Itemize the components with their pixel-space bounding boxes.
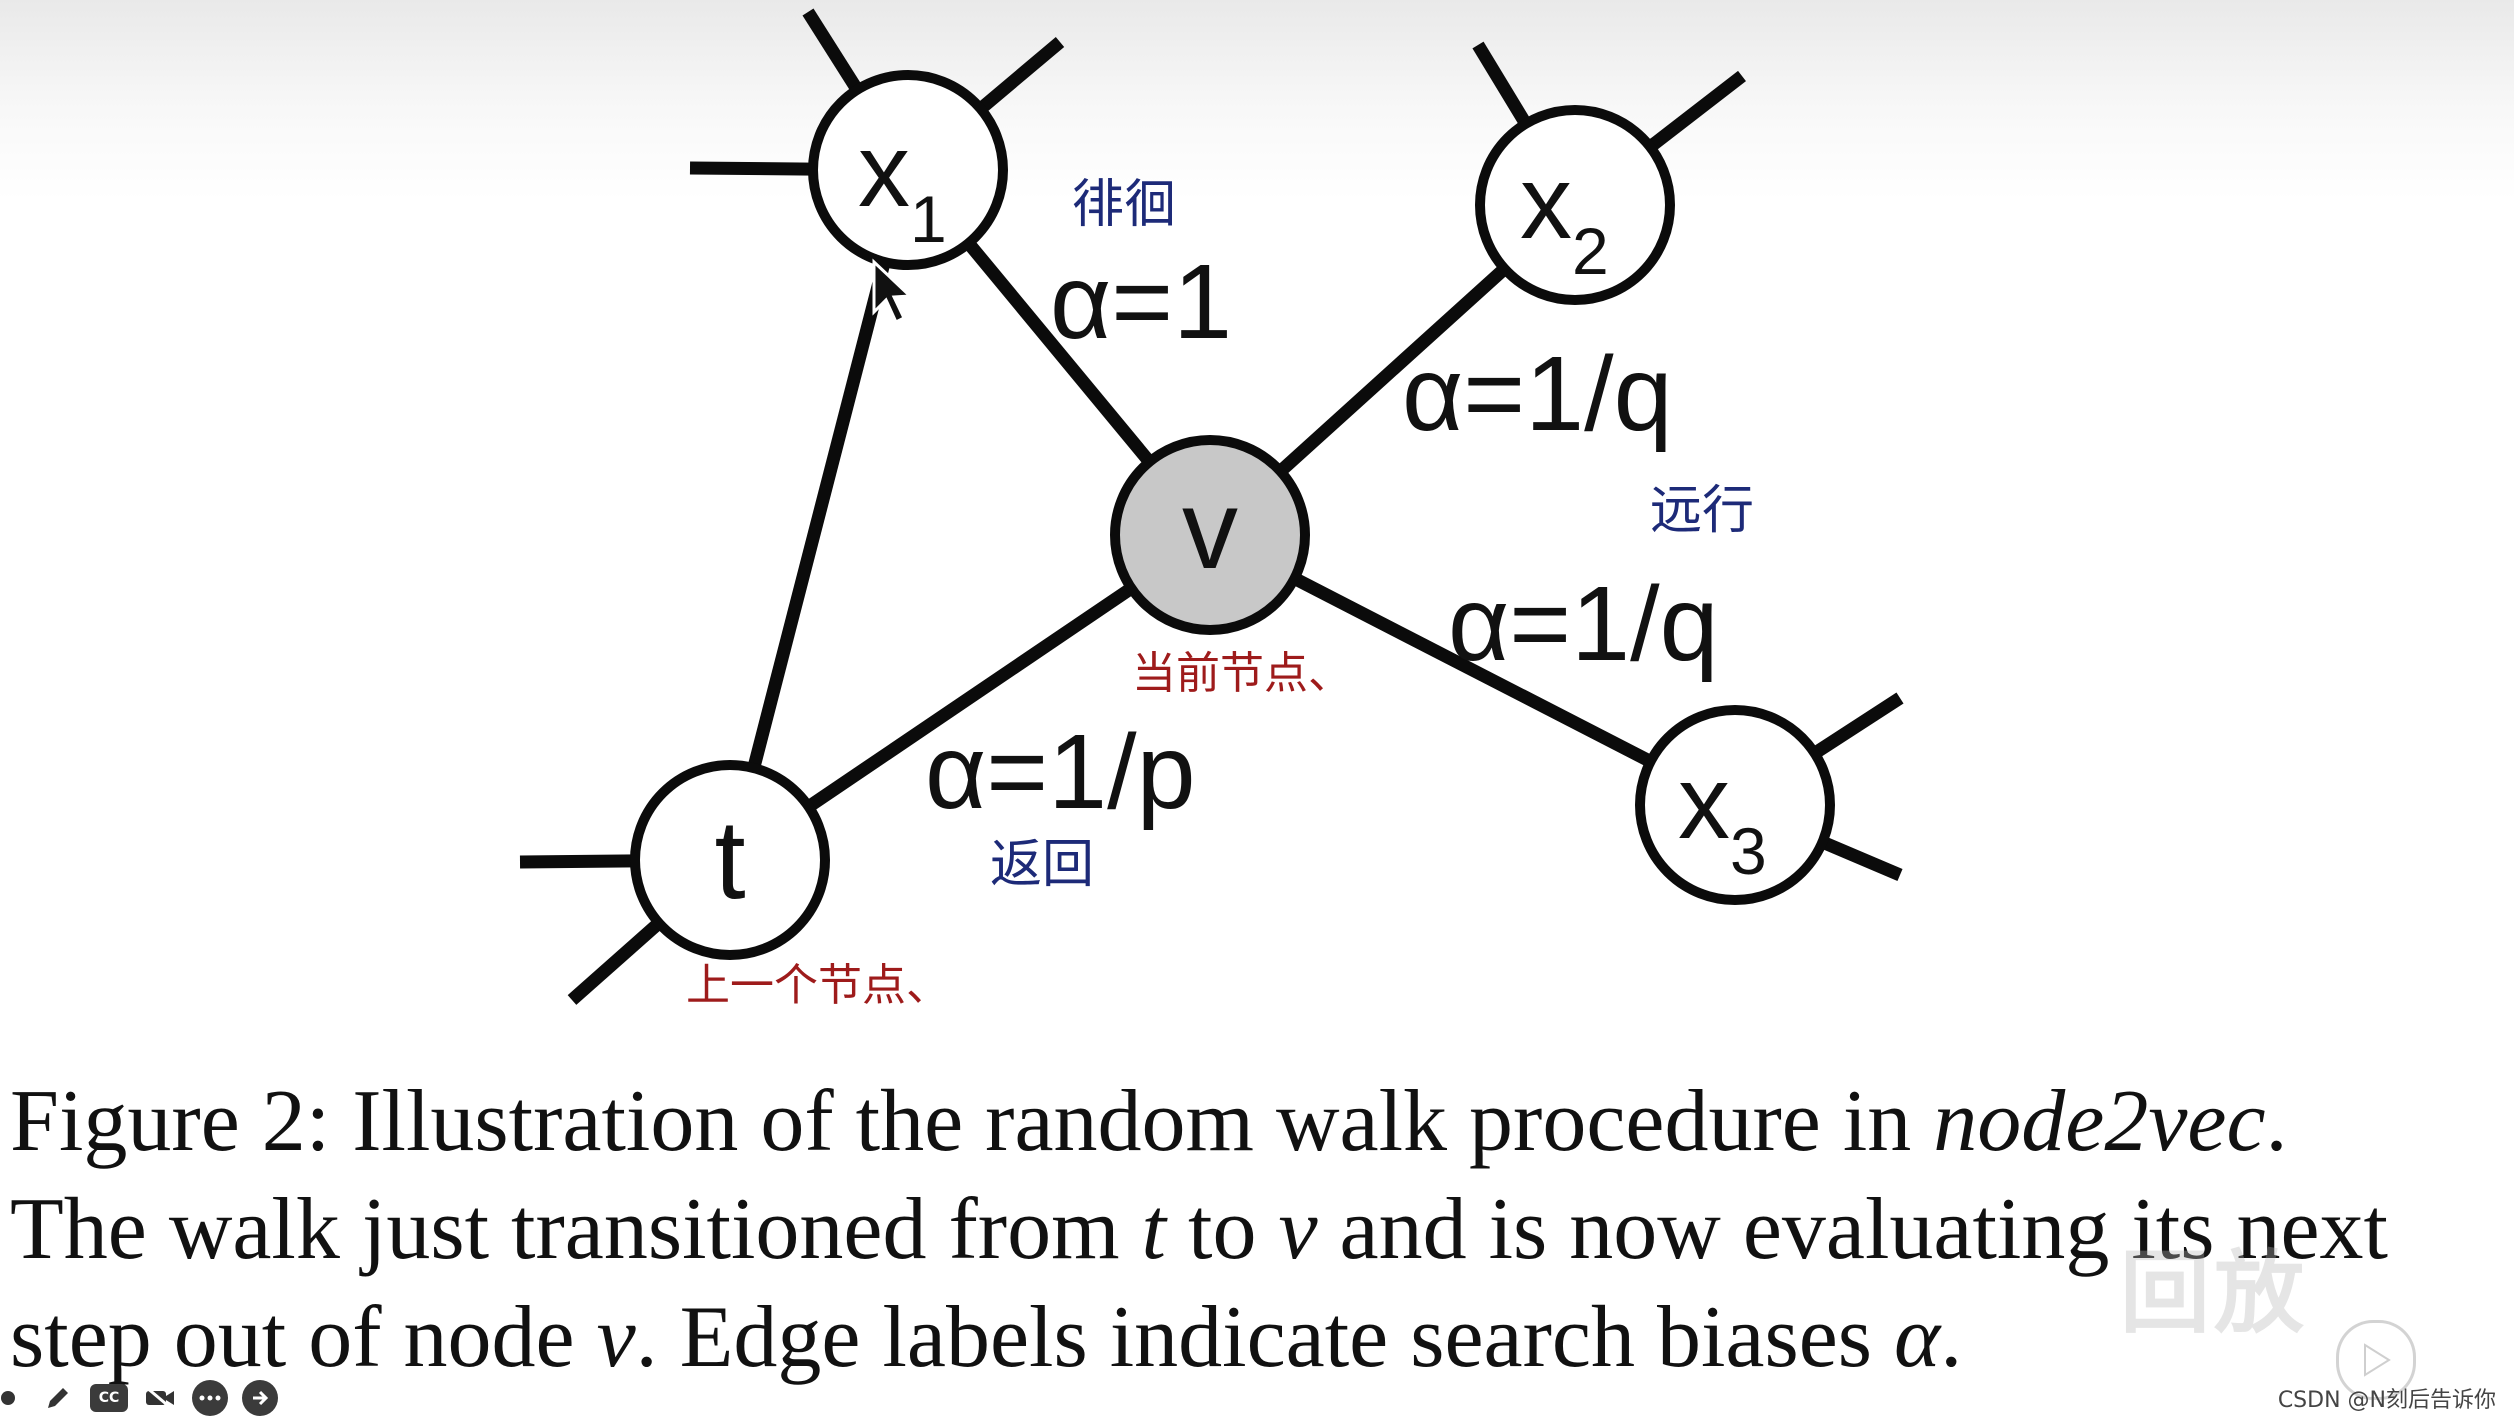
edge-label-v-x3: α=1/q — [1448, 565, 1719, 683]
node-x2-subscript: 2 — [1572, 214, 1609, 288]
edge-label-v-t: α=1/p — [925, 713, 1196, 831]
figure-caption: Figure 2: Illustration of the random wal… — [10, 1068, 2500, 1392]
mouse-cursor-icon — [872, 258, 914, 325]
dot-icon[interactable] — [0, 1380, 26, 1416]
watermark: 回放 — [2120, 1244, 2308, 1344]
node-x1-label: x — [858, 113, 910, 229]
credit-text: CSDN @N刻后告诉你 — [2277, 1388, 2496, 1413]
edge-label-v-x1: α=1 — [1050, 243, 1232, 361]
annotation-linger: 徘徊 — [1072, 175, 1176, 235]
edge-label-v-x2: α=1/q — [1402, 335, 1673, 453]
node-v-label: v — [1182, 467, 1238, 592]
node-x2 — [1475, 105, 1675, 305]
node-x1 — [808, 70, 1008, 270]
svg-text:x1: x1 — [858, 113, 947, 256]
pen-icon[interactable] — [40, 1380, 76, 1416]
node-t — [630, 760, 830, 960]
node-t-label: t — [714, 797, 745, 922]
more-icon[interactable] — [192, 1380, 228, 1416]
caption-italic-node2vec: node2vec — [1933, 1073, 2266, 1170]
caption-line-3: step out of node v. Edge labels indicate… — [10, 1289, 1963, 1386]
node-x3-label: x — [1678, 745, 1730, 861]
svg-text:x2: x2 — [1520, 145, 1609, 288]
node-v — [1110, 435, 1310, 635]
cc-button[interactable]: CC — [90, 1384, 128, 1412]
caption-line-1: Figure 2: Illustration of the random wal… — [10, 1073, 2288, 1170]
annotation-back: 返回 — [990, 835, 1094, 895]
node-x3 — [1635, 705, 1835, 905]
player-toolbar: CC — [0, 1378, 278, 1418]
annotation-previous-node: 上一个节点、 — [686, 960, 950, 1011]
play-icon — [2364, 1343, 2391, 1377]
caption-line-2: The walk just transitioned from t to v a… — [10, 1181, 2388, 1278]
camera-off-icon[interactable] — [142, 1380, 178, 1416]
annotation-far: 远行 — [1650, 481, 1754, 541]
arrow-right-icon[interactable] — [242, 1380, 278, 1416]
random-walk-diagram: x1 x2 x3 v t α=1 α=1/q α=1/q α=1/p 徘徊 远行… — [519, 8, 1904, 1011]
svg-text:x3: x3 — [1678, 745, 1767, 888]
play-button[interactable] — [2336, 1320, 2416, 1400]
node-x3-subscript: 3 — [1730, 814, 1767, 888]
annotation-current-node: 当前节点、 — [1132, 648, 1352, 699]
node-x2-label: x — [1520, 145, 1572, 261]
node-x1-subscript: 1 — [910, 182, 947, 256]
